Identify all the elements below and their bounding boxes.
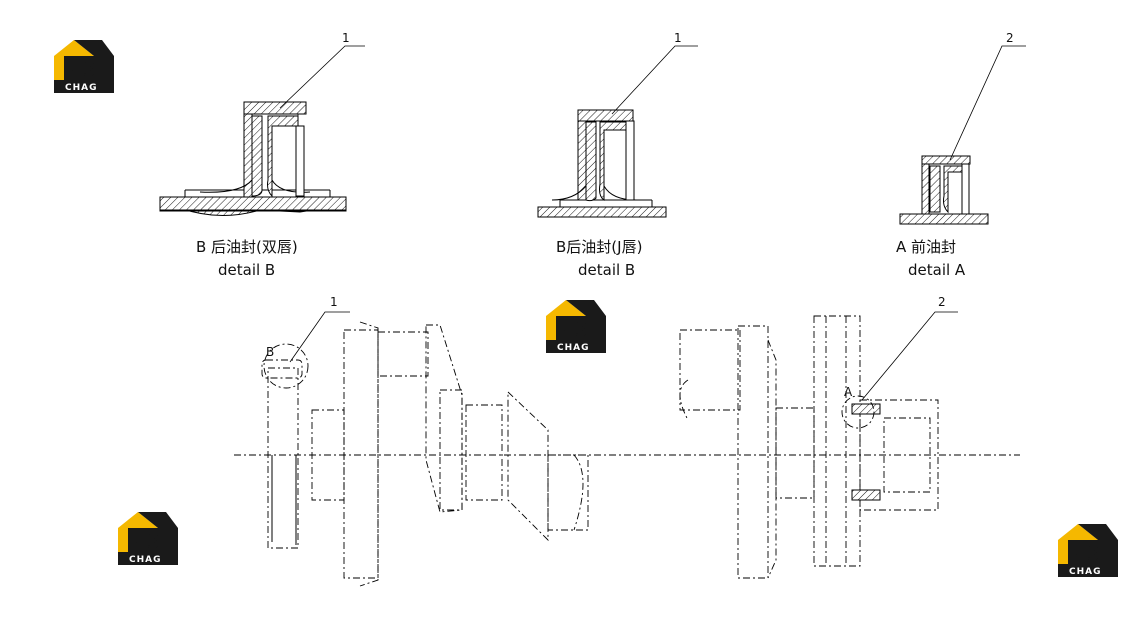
- crankshaft-assembly-view: B 1 A 2: [234, 295, 1020, 587]
- svg-text:CHAG: CHAG: [557, 343, 590, 353]
- detail-3-caption-cn: A 前油封: [896, 238, 956, 256]
- logo-center: H3 CHAG: [546, 300, 606, 353]
- detail-1-caption-cn: B 后油封(双唇): [196, 238, 298, 256]
- detail-rear-seal-j-lip: 1 B后油封(J唇) detail B: [537, 31, 698, 279]
- detail-1-callout: 1: [342, 31, 350, 45]
- detail-front-seal: 2 A 前油封 detail A: [896, 31, 1026, 279]
- detail-2-caption-cn: B后油封(J唇): [556, 238, 642, 256]
- logo-top-left: H3 CHAG: [54, 40, 114, 93]
- svg-text:CHAG: CHAG: [1069, 567, 1102, 577]
- svg-text:CHAG: CHAG: [65, 83, 98, 93]
- detail-2-caption-en: detail B: [578, 261, 635, 279]
- svg-text:CHAG: CHAG: [129, 555, 162, 565]
- view-marker-b: B: [266, 345, 274, 359]
- svg-text:H3: H3: [1071, 543, 1100, 565]
- assembly-callout-1: 1: [330, 295, 338, 309]
- svg-text:H3: H3: [559, 319, 588, 341]
- detail-rear-seal-double-lip: 1 B 后油封(双唇) detail B: [159, 31, 365, 279]
- svg-text:H3: H3: [131, 531, 160, 553]
- detail-3-callout: 2: [1006, 31, 1014, 45]
- detail-3-caption-en: detail A: [908, 261, 966, 279]
- detail-1-caption-en: detail B: [218, 261, 275, 279]
- logo-bottom-right: H3 CHAG: [1058, 524, 1118, 577]
- svg-text:H3: H3: [67, 59, 96, 81]
- detail-2-callout: 1: [674, 31, 682, 45]
- view-marker-a: A: [844, 385, 853, 399]
- assembly-callout-2: 2: [938, 295, 946, 309]
- logo-bottom-left: H3 CHAG: [118, 512, 178, 565]
